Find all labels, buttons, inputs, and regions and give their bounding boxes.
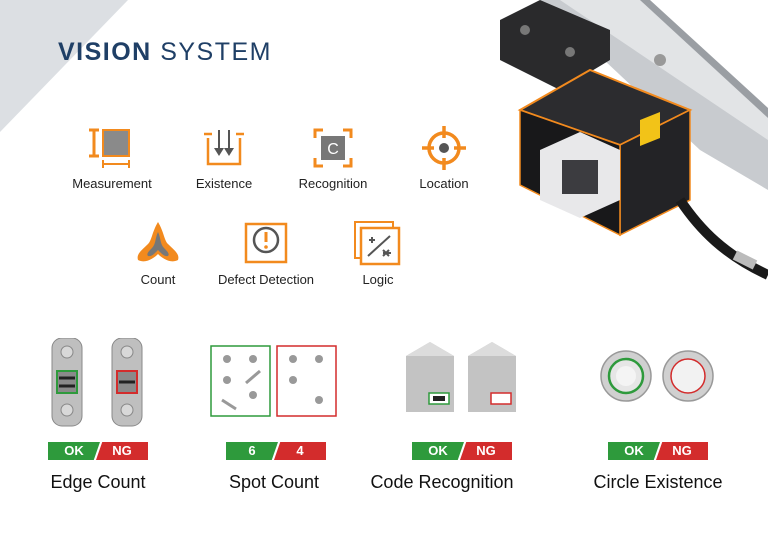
feature-recognition: C Recognition bbox=[273, 126, 393, 191]
title-light: SYSTEM bbox=[160, 38, 272, 66]
feature-label: Measurement bbox=[72, 176, 152, 191]
edge-count-illustration bbox=[51, 338, 143, 427]
camera-product-image bbox=[500, 0, 768, 280]
ng-badge: NG bbox=[96, 442, 148, 460]
feature-label: Location bbox=[419, 176, 469, 191]
count-icon bbox=[137, 222, 179, 262]
measurement-icon bbox=[89, 128, 130, 168]
title-bold: VISION bbox=[58, 38, 152, 66]
feature-count: Count bbox=[98, 220, 218, 287]
feature-label: Logic bbox=[362, 272, 394, 287]
circle-existence-results: OK NG bbox=[608, 442, 708, 460]
page-title: VISION SYSTEM bbox=[58, 38, 272, 67]
demo-caption: Spot Count bbox=[228, 472, 320, 492]
feature-label: Recognition bbox=[298, 176, 368, 191]
ok-badge: OK bbox=[608, 442, 660, 460]
ok-count-badge: 6 bbox=[226, 442, 278, 460]
circle-existence-illustration bbox=[600, 350, 714, 402]
corner-triangle-decoration bbox=[0, 0, 128, 132]
edge-count-results: OK NG bbox=[48, 442, 148, 460]
feature-label: Count bbox=[140, 272, 176, 287]
demo-caption: Code Recognition bbox=[370, 472, 514, 492]
feature-label: Defect Detection bbox=[217, 272, 315, 287]
existence-icon bbox=[204, 130, 244, 166]
location-icon bbox=[422, 126, 466, 170]
demo-caption: Edge Count bbox=[50, 472, 146, 492]
code-recognition-illustration bbox=[406, 342, 516, 412]
spot-count-illustration bbox=[210, 345, 337, 417]
feature-defect-detection: Defect Detection bbox=[206, 220, 326, 287]
feature-logic: Logic bbox=[318, 220, 438, 287]
ok-badge: OK bbox=[48, 442, 100, 460]
feature-location: Location bbox=[384, 126, 504, 191]
feature-existence: Existence bbox=[164, 126, 284, 191]
feature-measurement: Measurement bbox=[52, 126, 172, 191]
demo-caption: Circle Existence bbox=[593, 472, 723, 492]
logic-icon bbox=[354, 221, 401, 266]
recognition-letter: C bbox=[327, 141, 339, 158]
ng-badge: NG bbox=[656, 442, 708, 460]
ok-badge: OK bbox=[412, 442, 464, 460]
feature-label: Existence bbox=[195, 176, 253, 191]
defect-detection-icon bbox=[244, 222, 288, 264]
ng-count-badge: 4 bbox=[274, 442, 326, 460]
spot-count-results: 6 4 bbox=[226, 442, 326, 460]
recognition-icon: C bbox=[313, 128, 353, 168]
ng-badge: NG bbox=[460, 442, 512, 460]
code-recognition-results: OK NG bbox=[412, 442, 512, 460]
